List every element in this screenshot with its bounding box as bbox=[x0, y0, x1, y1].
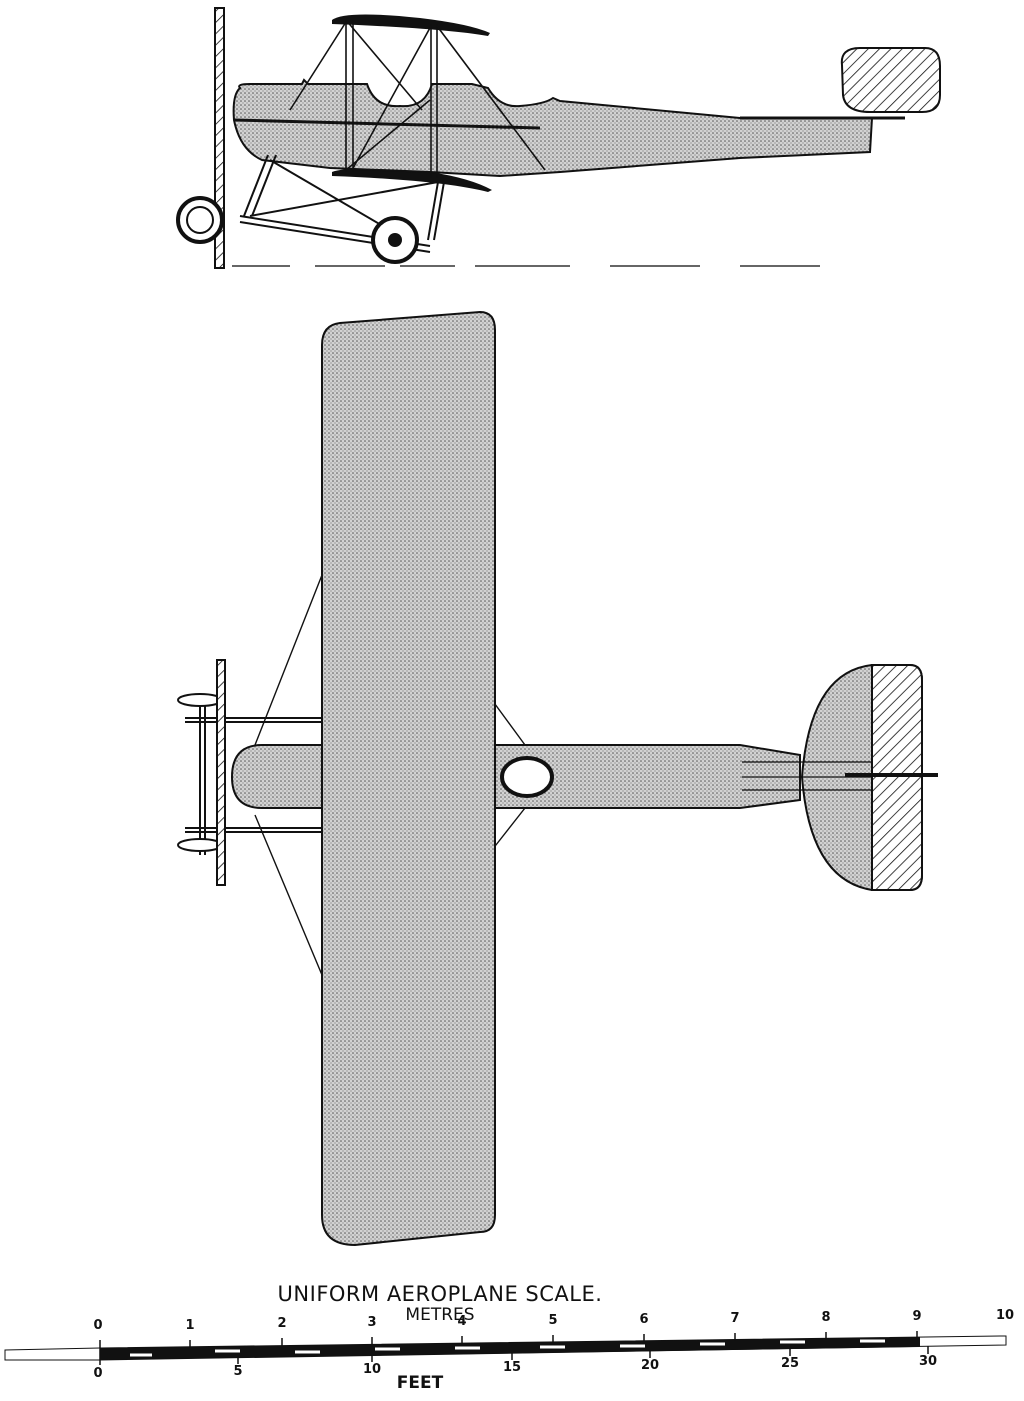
metre-tick: 8 bbox=[821, 1310, 831, 1325]
lower-wing-side bbox=[332, 168, 492, 192]
propeller-side bbox=[214, 7, 225, 269]
scale-title: UNIFORM AEROPLANE SCALE. bbox=[277, 1282, 603, 1306]
feet-tick: 25 bbox=[780, 1356, 800, 1371]
metre-tick: 10 bbox=[995, 1308, 1015, 1323]
main-wing-plan bbox=[321, 310, 496, 1247]
side-elevation-view bbox=[176, 7, 941, 269]
metre-tick: 6 bbox=[639, 1312, 649, 1327]
wheel-plan-top bbox=[177, 693, 223, 707]
upper-wing-side bbox=[332, 14, 490, 36]
metre-tick: 1 bbox=[185, 1318, 195, 1333]
plan-view bbox=[177, 310, 938, 1247]
metre-tick: 0 bbox=[93, 1318, 103, 1333]
front-wheel-side bbox=[176, 196, 224, 244]
rudder-side bbox=[840, 47, 941, 113]
metre-tick: 5 bbox=[548, 1313, 558, 1328]
feet-label: FEET bbox=[396, 1373, 444, 1393]
scale-bar bbox=[4, 1331, 1007, 1365]
propeller-plan bbox=[216, 659, 226, 886]
feet-tick: 0 bbox=[93, 1366, 103, 1381]
metres-label: METRES bbox=[405, 1305, 475, 1325]
metre-tick: 9 bbox=[912, 1309, 922, 1324]
feet-tick: 30 bbox=[918, 1354, 938, 1369]
metre-tick: 7 bbox=[730, 1311, 740, 1326]
wheel-plan-bottom bbox=[177, 838, 223, 852]
cockpit-opening bbox=[500, 756, 554, 798]
metre-tick: 3 bbox=[367, 1315, 377, 1330]
metre-tick: 2 bbox=[277, 1316, 287, 1331]
elevator-hatched bbox=[871, 664, 923, 891]
feet-tick: 20 bbox=[640, 1358, 660, 1373]
feet-tick: 10 bbox=[362, 1362, 382, 1377]
feet-tick: 15 bbox=[502, 1360, 522, 1375]
feet-tick: 5 bbox=[233, 1364, 243, 1379]
fuselage-side bbox=[232, 78, 874, 178]
fuselage-front-plan bbox=[230, 744, 331, 809]
metre-tick: 4 bbox=[457, 1314, 467, 1329]
